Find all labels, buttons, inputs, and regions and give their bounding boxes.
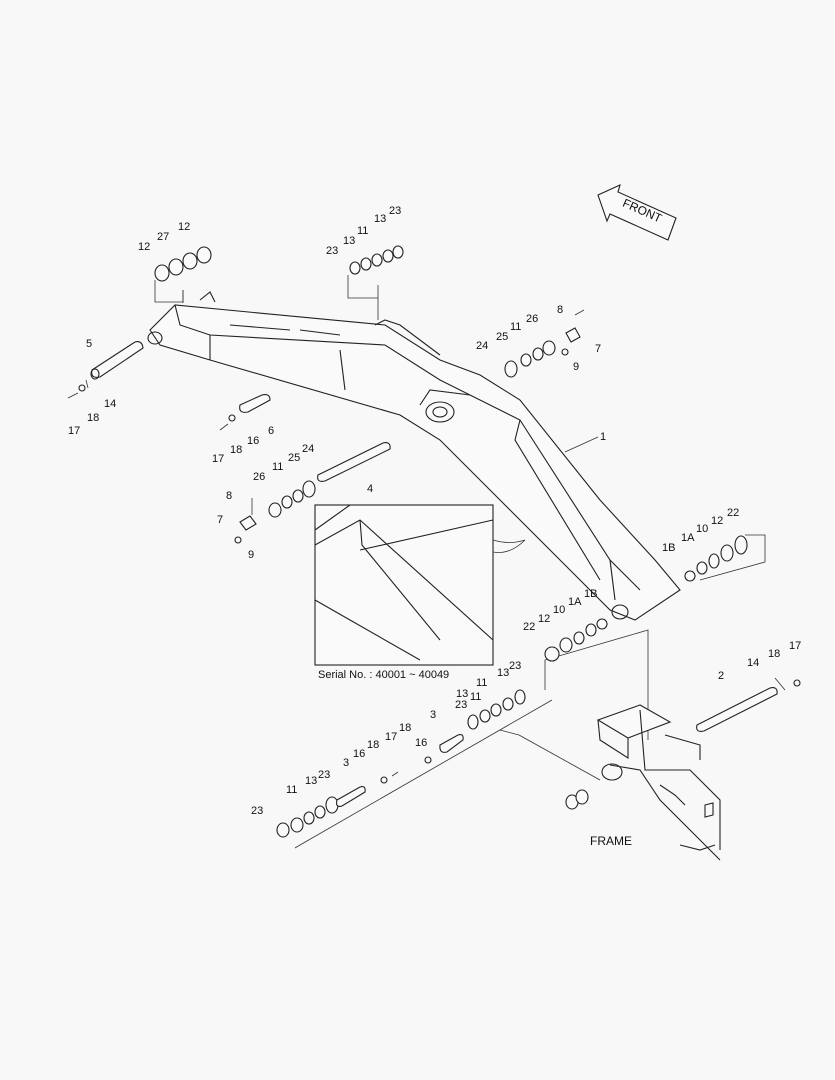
part-label-11e: 11 <box>476 677 487 689</box>
frame-label: FRAME <box>590 834 632 848</box>
part-label-24a: 24 <box>302 443 314 455</box>
part-label-9a: 9 <box>248 549 254 561</box>
bushing-group-left-lower <box>544 618 649 740</box>
bushing-group-top-left <box>154 246 212 303</box>
part-label-7a: 7 <box>217 514 223 526</box>
part-label-3a: 3 <box>430 709 436 721</box>
pin-2 <box>696 677 801 732</box>
bushing-group-top-center <box>347 245 404 320</box>
part-label-27: 27 <box>157 231 169 243</box>
pin-6 <box>219 394 271 431</box>
part-label-4: 4 <box>367 483 373 495</box>
pin-5 <box>67 341 144 399</box>
part-label-9b: 9 <box>573 361 579 373</box>
part-label-18a: 18 <box>87 412 99 424</box>
part-label-10a: 10 <box>696 523 708 535</box>
part-label-23b: 23 <box>389 205 401 217</box>
part-label-16a: 16 <box>247 435 259 447</box>
part-label-24b: 24 <box>476 340 488 352</box>
part-label-18d: 18 <box>399 722 411 734</box>
bushing-group-right-lower <box>684 534 766 582</box>
part-label-23e: 23 <box>318 769 330 781</box>
frame-drawing: FRAME <box>518 704 721 861</box>
part-label-11a: 11 <box>357 225 368 237</box>
part-label-17c: 17 <box>789 640 801 652</box>
part-label-1b-a: 1B <box>662 542 675 554</box>
bushing-group-left-middle <box>234 480 316 544</box>
part-label-12b: 12 <box>178 221 190 233</box>
part-label-11c: 11 <box>510 321 521 333</box>
part-label-18e: 18 <box>367 739 379 751</box>
part-label-16c: 16 <box>353 748 365 760</box>
front-arrow: FRONT <box>597 184 677 241</box>
part-label-6: 6 <box>268 425 274 437</box>
part-label-18c: 18 <box>768 648 780 660</box>
part-label-23d: 23 <box>509 660 521 672</box>
part-label-13a: 13 <box>343 235 355 247</box>
part-label-8a: 8 <box>226 490 232 502</box>
serial-detail-inset: Serial No. : 40001 ~ 40049 <box>314 504 526 681</box>
part-label-12d: 12 <box>538 613 550 625</box>
part-label-13e: 13 <box>305 775 317 787</box>
part-label-11b: 11 <box>272 461 283 473</box>
part-label-7b: 7 <box>595 343 601 355</box>
part-label-1a-a: 1A <box>681 532 695 544</box>
boom-body <box>147 291 681 621</box>
part-label-23c: 23 <box>455 699 467 711</box>
part-label-16b: 16 <box>415 737 427 749</box>
bushing-group-bottom <box>276 689 553 849</box>
part-label-23f: 23 <box>251 805 263 817</box>
part-label-26a: 26 <box>253 471 265 483</box>
part-label-13b: 13 <box>374 213 386 225</box>
part-label-25a: 25 <box>288 452 300 464</box>
part-label-13c: 13 <box>497 667 509 679</box>
part-label-8b: 8 <box>557 304 563 316</box>
part-label-1: 1 <box>600 431 606 443</box>
serial-label: Serial No. : 40001 ~ 40049 <box>318 669 449 681</box>
part-label-1a-b: 1A <box>568 596 582 608</box>
part-label-10b: 10 <box>553 604 565 616</box>
part-label-1b-b: 1B <box>584 588 597 600</box>
part-label-5: 5 <box>86 338 92 350</box>
part-label-23a: 23 <box>326 245 338 257</box>
bushing-group-right-upper <box>504 309 585 378</box>
part-label-11d: 11 <box>470 691 481 703</box>
part-label-13d: 13 <box>456 688 468 700</box>
pin-4 <box>317 442 391 482</box>
part-label-22a: 22 <box>727 507 739 519</box>
part-label-17b: 17 <box>212 453 224 465</box>
part-label-14a: 14 <box>104 398 116 410</box>
part-label-22b: 22 <box>523 621 535 633</box>
part-label-25b: 25 <box>496 331 508 343</box>
part-label-14b: 14 <box>747 657 759 669</box>
part-label-12c: 12 <box>711 515 723 527</box>
part-label-18b: 18 <box>230 444 242 456</box>
part-label-2: 2 <box>718 670 724 682</box>
part-label-12a: 12 <box>138 241 150 253</box>
part-label-3b: 3 <box>343 757 349 769</box>
part-label-11f: 11 <box>286 784 297 796</box>
part-label-26b: 26 <box>526 313 538 325</box>
part-label-17d: 17 <box>385 731 397 743</box>
part-label-17a: 17 <box>68 425 80 437</box>
